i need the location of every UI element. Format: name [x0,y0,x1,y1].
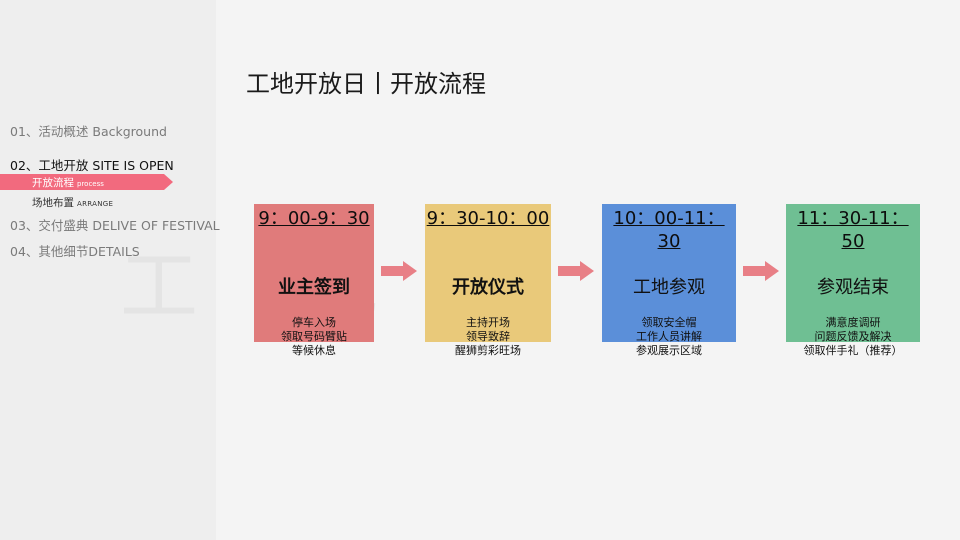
arrow-right-icon [381,261,417,281]
step-description: 停车入场 领取号码臂贴 等候休息 [254,316,374,358]
sub-item-label: 场地布置 [32,197,74,209]
step-description: 主持开场 领导致辞 醒狮剪彩旺场 [425,316,551,358]
nav-item-background[interactable]: 01、活动概述 Background [10,124,167,139]
step-desc-line: 领取安全帽 [641,316,697,329]
sub-item-label: 开放流程 [32,177,74,189]
step-desc-line: 参观展示区域 [636,344,702,357]
step-card-4: 11：30-11：50 参观结束 [786,204,920,342]
nav-item-site-open[interactable]: 02、工地开放 SITE IS OPEN [10,158,174,173]
sub-item-english-label: process [77,180,104,188]
arrow-right-icon [743,261,779,281]
step-desc-line: 满意度调研 [825,316,881,329]
step-desc-line: 问题反馈及解决 [814,330,892,343]
step-card-2: 9：30-10：00 开放仪式 [425,204,551,342]
step-desc-line: 停车入场 [292,316,336,329]
active-subitem-pointer [164,174,173,190]
step-desc-line: 醒狮剪彩旺场 [455,344,521,357]
arrow-right-icon [558,261,594,281]
step-title: 参观结束 [817,277,889,298]
step-description: 领取安全帽 工作人员讲解 参观展示区域 [602,316,736,358]
step-desc-line: 主持开场 [466,316,510,329]
step-desc-line: 工作人员讲解 [636,330,702,343]
left-panel [0,0,216,540]
step-card-1: 9：00-9：30 业主签到 [254,204,374,342]
active-subitem-highlight [0,174,164,190]
step-title: 业主签到 [278,277,350,298]
step-title: 开放仪式 [452,277,524,298]
step-card-3: 10：00-11：30 工地参观 [602,204,736,342]
step-desc-line: 领导致辞 [466,330,510,343]
step-desc-line: 等候休息 [292,344,336,357]
step-description: 满意度调研 问题反馈及解决 领取伴手礼（推荐） [786,316,920,358]
nav-item-details[interactable]: 04、其他细节DETAILS [10,244,140,259]
step-desc-line: 领取号码臂贴 [281,330,347,343]
step-title: 工地参观 [633,277,705,298]
step-time: 11：30-11：50 [797,208,909,252]
step-time: 9：30-10：00 [426,208,550,229]
watermark-char: 工 [120,242,199,332]
step-time: 10：00-11：30 [613,208,725,252]
nav-item-delive-festival[interactable]: 03、交付盛典 DELIVE OF FESTIVAL [10,218,220,233]
page-title: 工地开放日丨开放流程 [246,70,486,98]
step-desc-line: 领取伴手礼（推荐） [803,344,903,357]
step-time: 9：00-9：30 [258,208,370,229]
sub-item-english-label: ARRANGE [77,200,114,208]
